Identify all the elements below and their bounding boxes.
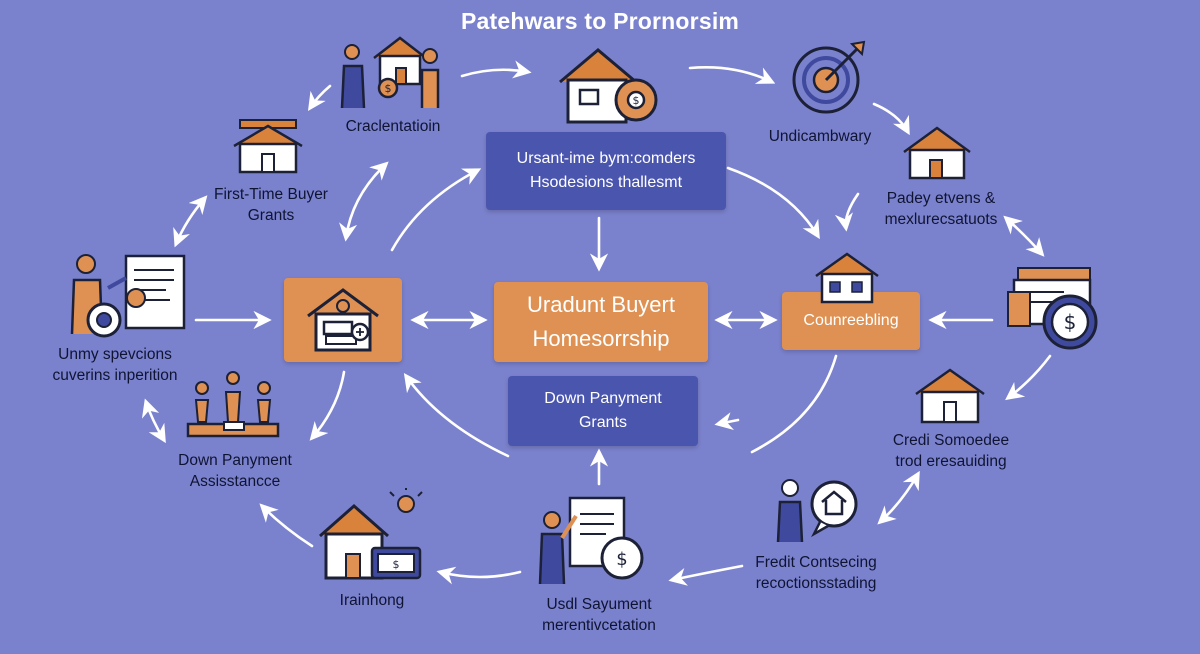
svg-text:$: $ xyxy=(393,558,400,571)
arrow-orientation-to-firsttime xyxy=(307,84,332,112)
arrow-counre-to-credi xyxy=(1005,354,1052,401)
house-money-lightbulb-icon: $ xyxy=(319,488,423,580)
house-gear-icon: $ xyxy=(559,48,658,124)
arrow-unmy-downassist xyxy=(141,398,166,444)
person-document-gear-icon xyxy=(70,254,186,338)
left-center-box xyxy=(284,278,402,362)
arrow-inner-left-up xyxy=(339,161,389,242)
house-icon xyxy=(815,252,879,304)
svg-text:$: $ xyxy=(1064,310,1077,334)
node-label-padey: Padey etvens & mexlurecsatuots xyxy=(884,190,998,228)
top-center-box: Ursant-ime bym:comders Hsodesions thalle… xyxy=(486,132,726,210)
target-compass-icon xyxy=(792,40,866,114)
bottom-center-box: Down Panyment Grants xyxy=(508,376,698,446)
person-chat-icon xyxy=(776,479,858,543)
arrow-firsttime-unmy xyxy=(173,195,208,248)
arrow-downassist-to-training xyxy=(259,503,314,548)
svg-text:$: $ xyxy=(385,82,392,95)
arrow-credi-fredit xyxy=(877,470,920,525)
arrow-target-to-house-right xyxy=(872,102,910,136)
person-presentation-icon: $ xyxy=(538,496,644,585)
svg-text:$: $ xyxy=(616,549,627,570)
arrow-inner-right-down xyxy=(750,354,838,454)
house-mortgage-icon xyxy=(307,288,379,352)
coin-trophies-icon xyxy=(186,371,280,438)
people-house-money-icon: $ xyxy=(340,36,440,109)
arrow-topbox-to-counre xyxy=(726,166,820,240)
node-label-unmy: Unmy spevcions cuverins inperition xyxy=(52,346,178,384)
arrow-to-bottombox-right xyxy=(714,412,740,431)
arrow-fredit-to-usdl xyxy=(668,564,744,586)
node-label-fredit: Fredit Contsecing recoctionsstading xyxy=(755,554,877,592)
arrow-inner-left-from-bottom xyxy=(403,373,510,458)
node-label-usdl: Usdl Sayument merentivcetation xyxy=(542,596,656,634)
arrow-inner-to-topbox xyxy=(390,168,482,252)
node-label-first-time-buyer: First-Time Buyer Grants xyxy=(214,186,328,224)
house-document-dollar-icon: $ xyxy=(1007,267,1098,350)
house-icon xyxy=(233,119,303,174)
house-icon xyxy=(915,368,985,424)
node-label-training: Irainhong xyxy=(339,592,405,609)
node-label-orientation: Craclentatioin xyxy=(345,118,441,135)
svg-text:$: $ xyxy=(633,94,640,107)
arrow-inner-left-down xyxy=(309,370,346,441)
house-icon xyxy=(903,126,971,180)
arrow-orientation-to-housegear xyxy=(460,60,532,79)
arrow-housegear-to-target xyxy=(688,65,776,84)
node-label-credi: Credi Somoedee trod eresauiding xyxy=(892,432,1010,470)
center-node: Uradunt Buyert Homesorrship xyxy=(494,282,708,362)
diagram-title: Patehwars to Prornorsim xyxy=(460,8,740,34)
arrow-inner-padey-down xyxy=(834,192,860,232)
node-label-undicambwary: Undicambwary xyxy=(768,128,872,145)
arrow-padey-counre xyxy=(1003,215,1045,257)
arrow-usdl-to-training xyxy=(436,566,522,585)
node-label-down-payment-assistance: Down Panyment Assisstancce xyxy=(178,452,292,490)
